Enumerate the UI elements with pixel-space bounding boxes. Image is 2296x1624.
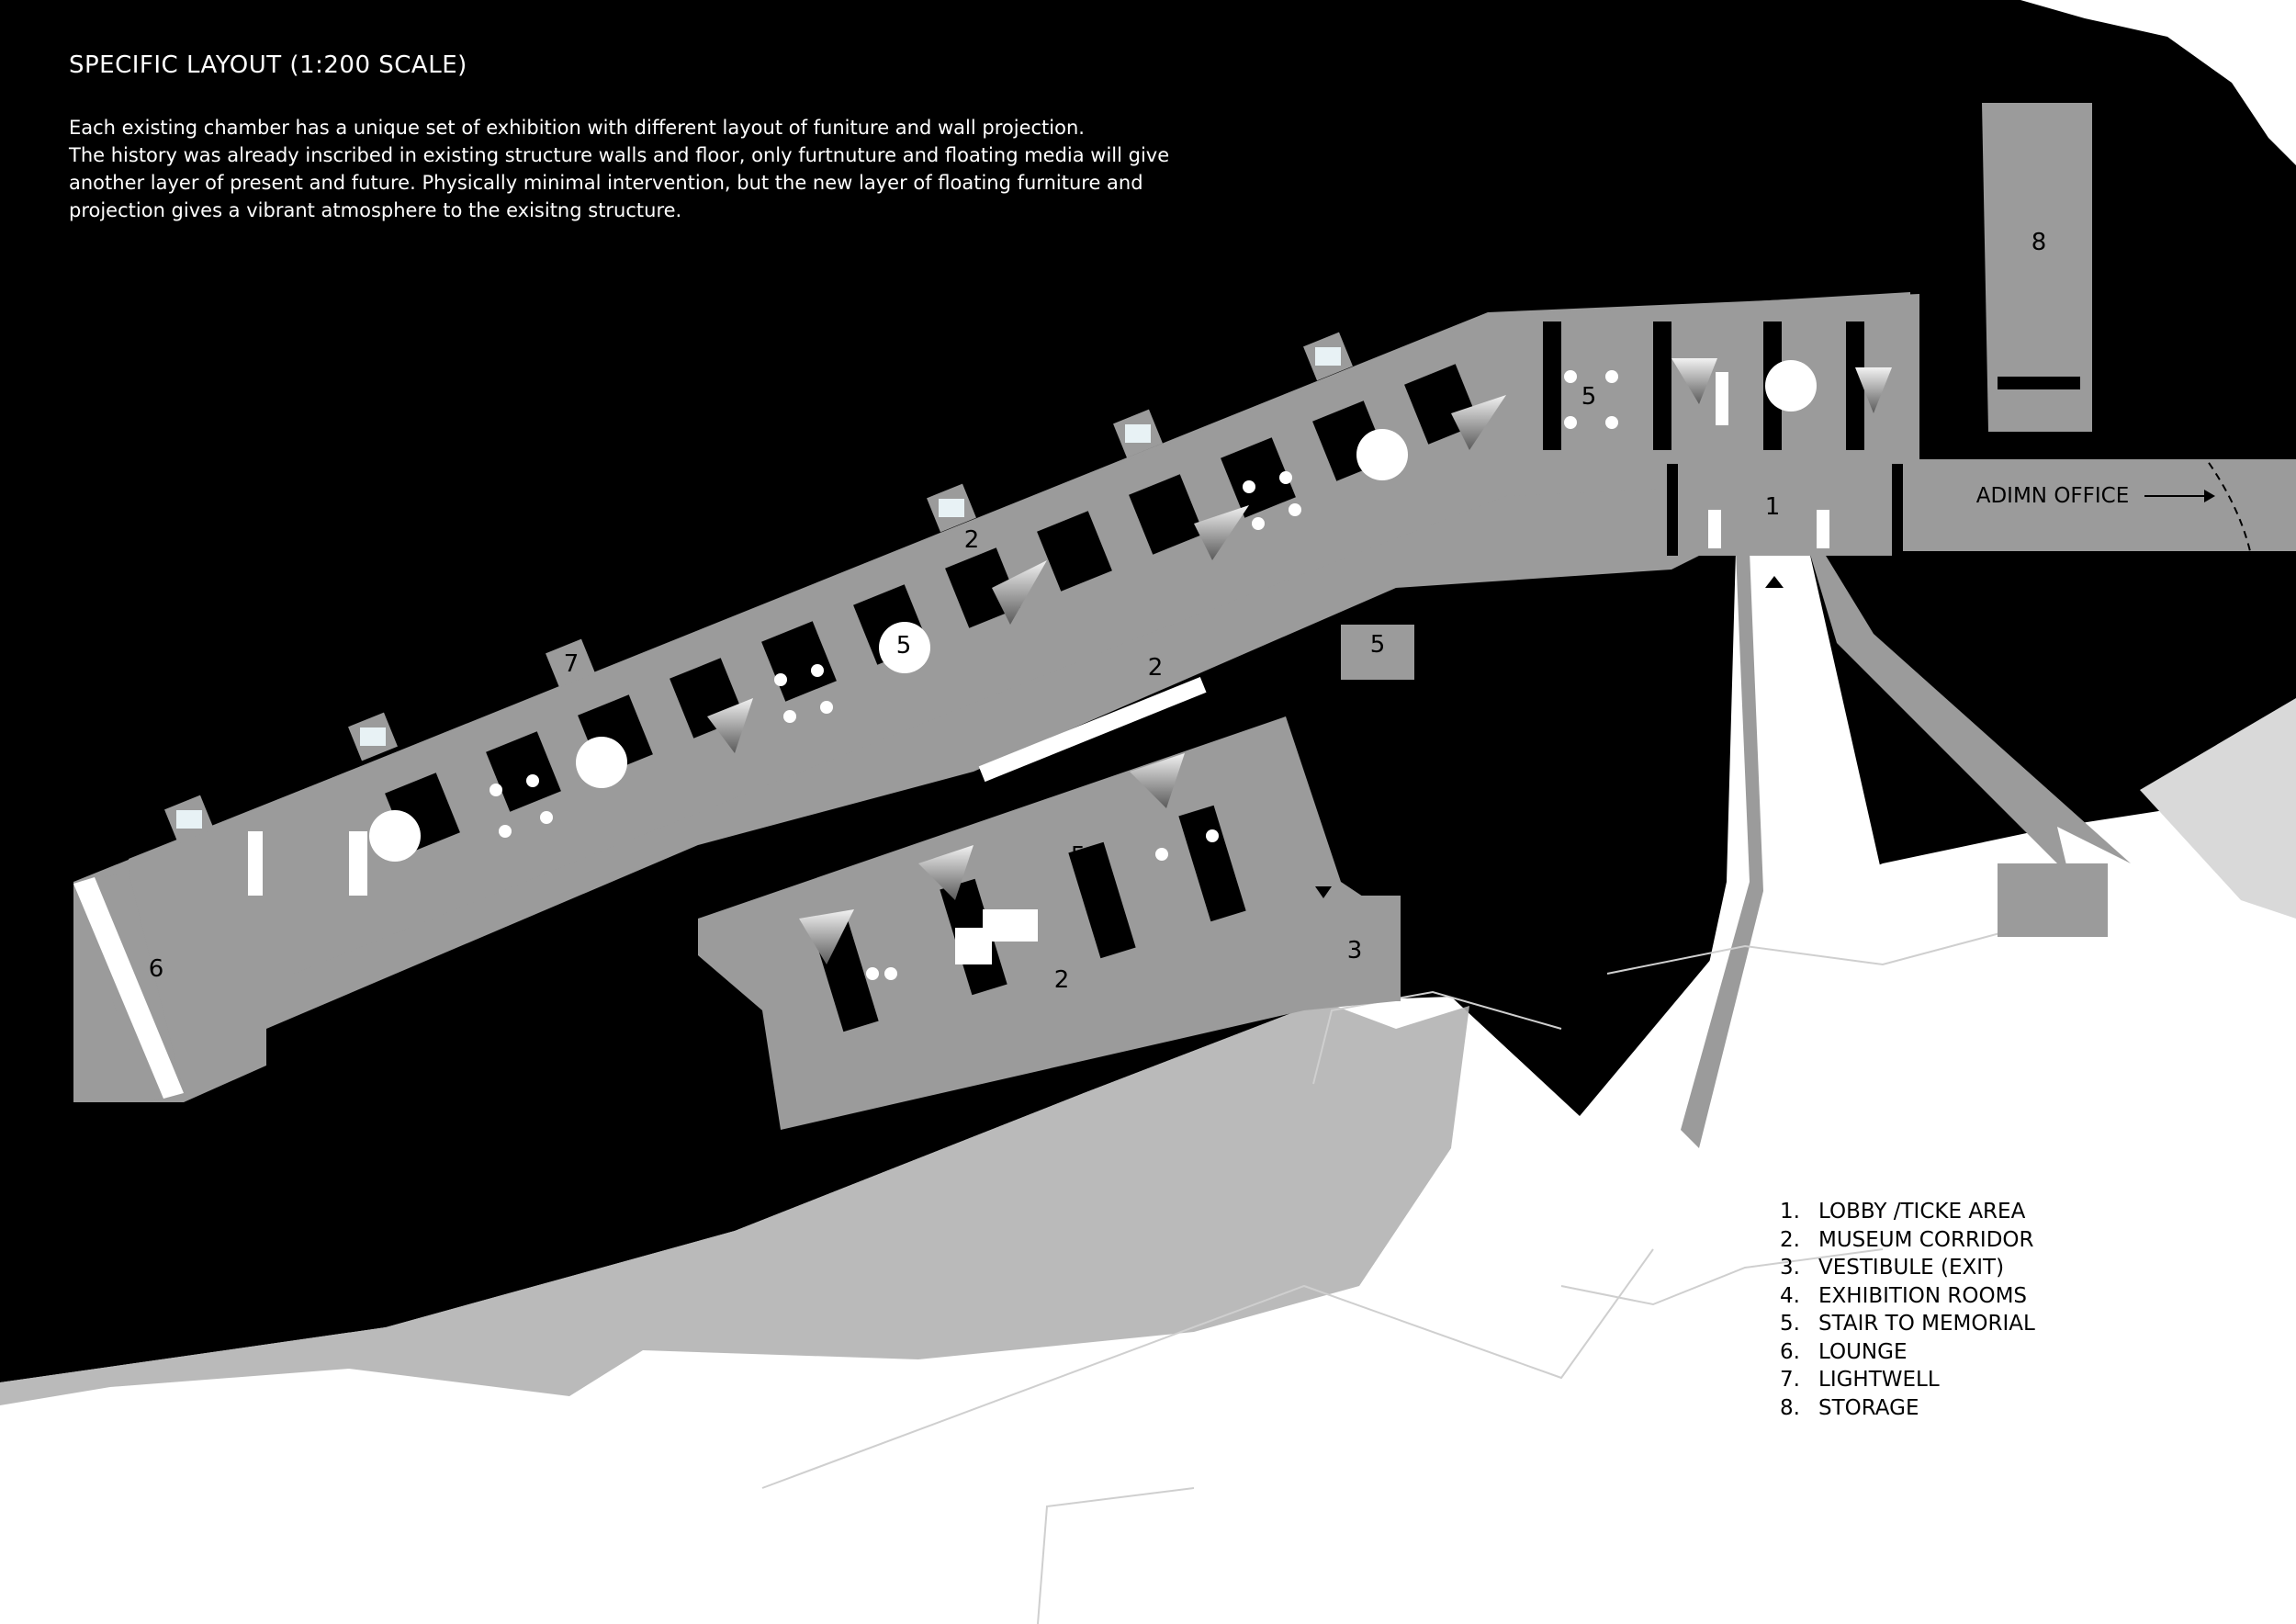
- room-labels: 1 8 2 2 2 3 6 7 5 5 5 5 5 5 5 ADIMN OFFI…: [149, 229, 2130, 1044]
- legend-number: 6.: [1780, 1339, 1800, 1364]
- entry-marker-icon: [1765, 576, 1784, 588]
- description-line: The history was already inscribed in exi…: [69, 144, 1170, 166]
- label-corridor-lower: 2: [1054, 966, 1070, 994]
- right-ground: [1745, 827, 2296, 1624]
- entry-edge-right: [1809, 551, 2131, 873]
- page-title: SPECIFIC LAYOUT (1:200 SCALE): [69, 51, 467, 79]
- label-corridor-main: 2: [1148, 654, 1164, 682]
- description: Each existing chamber has a unique set o…: [69, 114, 1208, 224]
- lightwells: [164, 332, 1353, 844]
- legend-item: 2. MUSEUM CORRIDOR: [1763, 1226, 2035, 1255]
- label-corridor-upper: 2: [964, 526, 980, 554]
- label-storage: 8: [2032, 229, 2047, 256]
- legend-number: 2.: [1780, 1227, 1800, 1252]
- legend-label: STAIR TO MEMORIAL: [1818, 1312, 2035, 1336]
- legend-number: 8.: [1780, 1395, 1800, 1420]
- legend-label: STORAGE: [1818, 1395, 1919, 1420]
- legend-item: 3. VESTIBULE (EXIT): [1763, 1254, 2035, 1282]
- exhibition-furniture: [248, 358, 1892, 980]
- label-stair-5: 5: [1071, 842, 1086, 870]
- legend-item: 6. LOUNGE: [1763, 1338, 2035, 1367]
- legend-label: VESTIBULE (EXIT): [1818, 1256, 2005, 1280]
- legend-item: 7. LIGHTWELL: [1763, 1366, 2035, 1394]
- label-stair-2: 5: [1087, 550, 1103, 578]
- description-line: Each existing chamber has a unique set o…: [69, 117, 1085, 139]
- label-lobby: 1: [1765, 493, 1781, 521]
- label-lounge: 6: [149, 955, 164, 983]
- legend-item: 5. STAIR TO MEMORIAL: [1763, 1310, 2035, 1338]
- legend-item: 4. EXHIBITION ROOMS: [1763, 1282, 2035, 1311]
- legend-label: LIGHTWELL: [1818, 1368, 1940, 1392]
- label-stair-6: 5: [780, 851, 795, 879]
- description-line: another layer of present and future. Phy…: [69, 172, 1143, 194]
- label-vestibule: 3: [1347, 937, 1363, 964]
- chamber-walls: [385, 321, 2080, 1032]
- lounge-wall: [73, 877, 184, 1099]
- legend-label: EXHIBITION ROOMS: [1818, 1283, 2028, 1308]
- legend-label: LOUNGE: [1818, 1339, 1908, 1364]
- top-right-ground: [2020, 0, 2296, 165]
- label-admin-office: ADIMN OFFICE: [1976, 484, 2130, 508]
- label-lightwell: 7: [564, 650, 580, 678]
- terrain-shadow: [0, 1001, 1469, 1405]
- legend-number: 3.: [1780, 1256, 1800, 1280]
- legend-label: LOBBY /TICKE AREA: [1818, 1200, 2026, 1224]
- label-stair-4: 5: [1370, 631, 1386, 659]
- legend-number: 7.: [1780, 1368, 1800, 1392]
- legend-number: 5.: [1780, 1312, 1800, 1336]
- legend-item: 8. STORAGE: [1763, 1394, 2035, 1423]
- museum-floor: [73, 103, 2296, 1130]
- label-stair-1: 5: [1581, 383, 1597, 411]
- entry-edge-left: [1681, 551, 1763, 1148]
- label-stair-3: 5: [896, 632, 912, 660]
- admin-arrow-icon: [2204, 490, 2215, 502]
- legend-label: MUSEUM CORRIDOR: [1818, 1227, 2034, 1252]
- exit-marker-icon: [1315, 886, 1332, 898]
- description-line: projection gives a vibrant atmosphere to…: [69, 199, 682, 221]
- label-stair-7: 5: [366, 1017, 381, 1044]
- legend-number: 4.: [1780, 1283, 1800, 1308]
- legend: 1. LOBBY /TICKE AREA 2. MUSEUM CORRIDOR 3.…: [1763, 1198, 2035, 1422]
- slope-shadow: [2140, 698, 2296, 919]
- legend-item: 1. LOBBY /TICKE AREA: [1763, 1198, 2035, 1226]
- legend-number: 1.: [1780, 1200, 1800, 1224]
